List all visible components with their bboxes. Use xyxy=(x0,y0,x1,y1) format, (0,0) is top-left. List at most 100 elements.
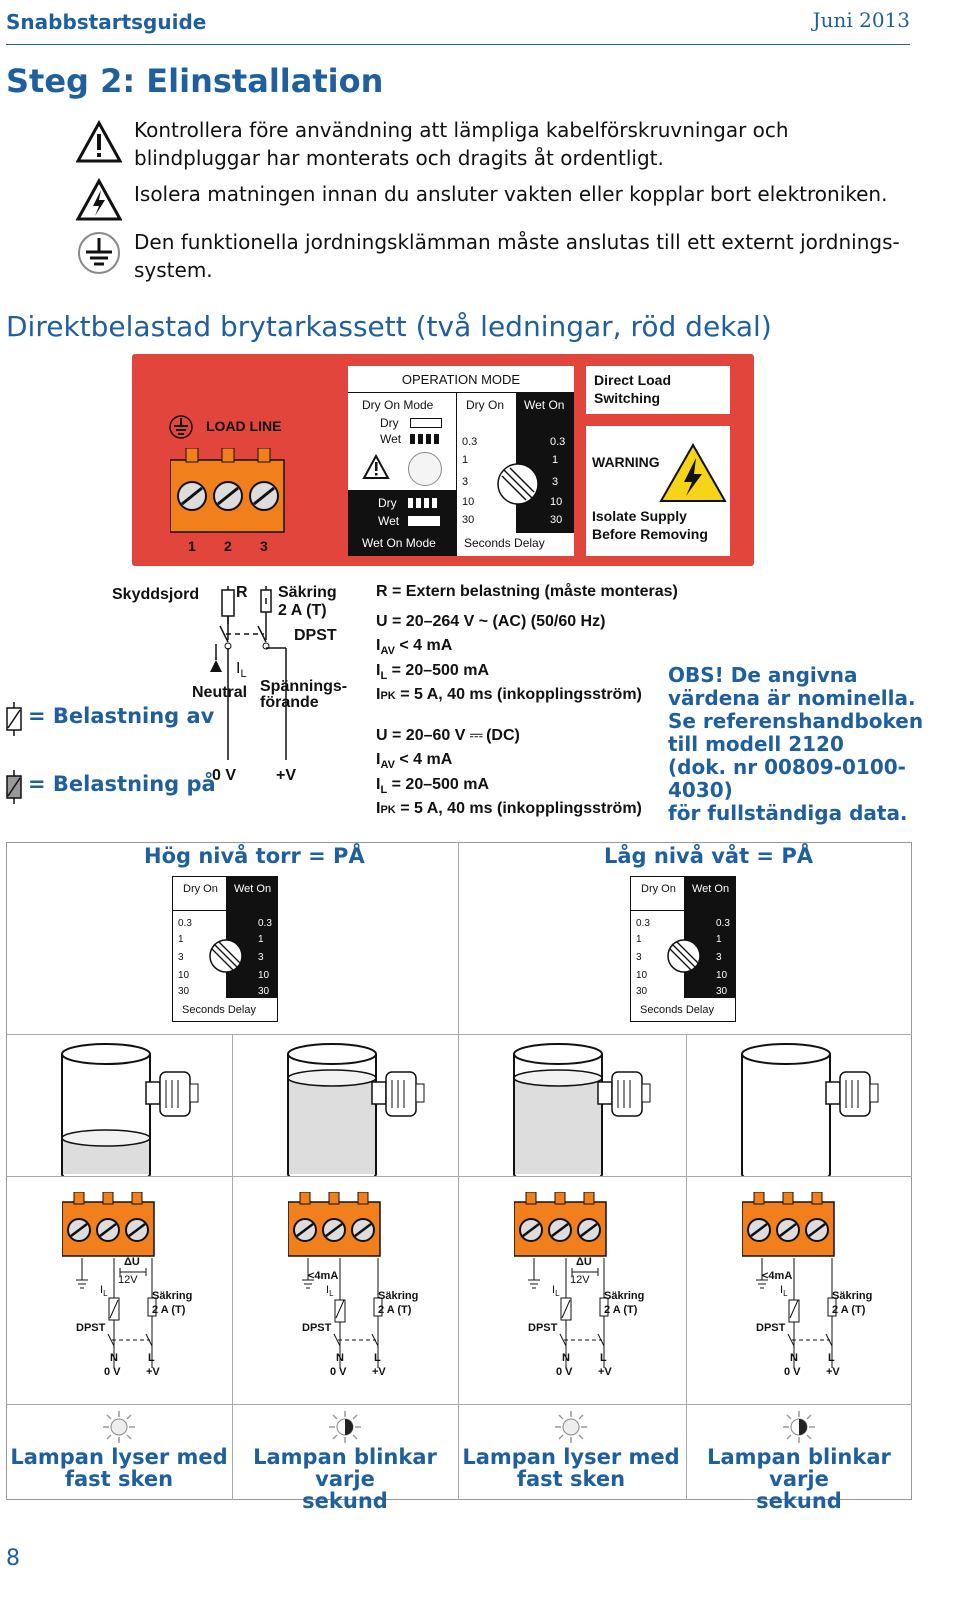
liquid-fill xyxy=(514,1078,602,1174)
il-sub: L xyxy=(329,1289,334,1299)
delay-wet-2: 3 xyxy=(258,952,264,963)
wet-indicator xyxy=(410,434,442,444)
dry-on-label: Dry On xyxy=(466,398,505,412)
dry-indicator xyxy=(408,498,440,508)
warning-icon xyxy=(362,453,390,484)
warning-box: WARNING Isolate Supply Before Removing xyxy=(586,426,730,556)
ipk-main: I xyxy=(376,686,381,703)
delay-wet-4: 30 xyxy=(716,986,728,997)
scenario-2: <4mA IL Säkring 2 A (T) DPST N L 0 V +V … xyxy=(232,1034,458,1512)
liquid-fill xyxy=(288,1078,376,1174)
delay-dry-2: 3 xyxy=(178,952,184,963)
legend-load-on: = Belastning på xyxy=(28,772,216,796)
spanning-label-1: Spännings- xyxy=(260,678,348,695)
dc-il-value: = 20–500 mA xyxy=(391,776,490,793)
dry-label: Dry xyxy=(378,496,397,510)
lamp-line-2: sekund xyxy=(302,1489,388,1513)
ipk-sub: PK xyxy=(380,690,396,702)
iav-sub: AV xyxy=(380,759,395,772)
delay-dry-2: 3 xyxy=(636,952,642,963)
grid-divider xyxy=(6,1404,912,1405)
dc-iav-value: < 4 mA xyxy=(399,751,453,768)
wet-on-label: Wet On xyxy=(692,883,730,895)
operation-mode-title: OPERATION MODE xyxy=(401,372,521,387)
l-label: L xyxy=(148,1352,155,1364)
spanning-label-2: förande xyxy=(260,694,319,711)
dpst-label: DPST xyxy=(302,1322,332,1334)
il-label: IL xyxy=(326,1284,334,1298)
zero-v-label: 0 V xyxy=(212,767,237,784)
spec-dc-ipk: IPK = 5 A, 40 ms (inkopplingsström) xyxy=(376,800,642,818)
grid-divider xyxy=(232,1034,233,1500)
header-date: Juni 2013 xyxy=(812,8,910,32)
wet-on-mode-block: Dry Wet Wet On Mode xyxy=(348,490,456,556)
neutral-label: Neutral xyxy=(192,684,248,701)
wet-on-label: Wet On xyxy=(524,398,565,412)
delay-dry-4: 30 xyxy=(636,986,648,997)
ac-ipk-value: = 5 A, 40 ms (inkopplingsström) xyxy=(400,686,642,703)
spec-dc-iav: IAV < 4 mA xyxy=(376,751,452,771)
terminal-2: 2 xyxy=(224,538,232,554)
load-off-icon xyxy=(4,702,24,740)
delay-wet-0: 0.3 xyxy=(716,918,730,929)
il-sub: L xyxy=(240,668,247,681)
lamp-line-2: fast sken xyxy=(516,1467,626,1491)
state-title-low-wet: Låg nivå våt = PÅ xyxy=(604,844,813,868)
isolate-label-1: Isolate Supply xyxy=(592,508,687,524)
obs-line-6: för fullständiga data. xyxy=(668,801,908,825)
il-label: IL xyxy=(552,1284,560,1298)
sakring-value: 2 A (T) xyxy=(378,1304,412,1316)
seconds-delay-label: Seconds Delay xyxy=(640,1004,714,1016)
skyddsjord-label: Skyddsjord xyxy=(112,586,200,603)
il-sub: L xyxy=(783,1289,788,1299)
sakring-label: Säkring xyxy=(832,1290,873,1302)
terminal-block xyxy=(513,1191,608,1262)
il-label: IL xyxy=(100,1284,108,1298)
delay-knob[interactable] xyxy=(208,938,244,978)
lamp-status: Lampan blinkar varje sekund xyxy=(686,1446,912,1512)
wet-on-block xyxy=(226,876,278,998)
header-guide-title: Snabbstartsguide xyxy=(6,10,207,34)
n-label: N xyxy=(110,1352,118,1364)
scenario-wiring xyxy=(518,1258,628,1382)
sakring-value: 2 A (T) xyxy=(832,1304,866,1316)
scenario-wiring xyxy=(746,1258,856,1382)
terminal-block xyxy=(741,1191,836,1262)
delay-dry-3: 10 xyxy=(636,970,648,981)
dpst-label: DPST xyxy=(756,1322,786,1334)
plus-v-label: +V xyxy=(146,1366,160,1378)
seconds-delay-label: Seconds Delay xyxy=(182,1004,256,1016)
delay-wet-0: 0.3 xyxy=(550,436,566,448)
ipk-main: I xyxy=(376,800,381,817)
state-title-high-dry: Hög nivå torr = PÅ xyxy=(144,844,365,868)
wet-on-header: Wet On xyxy=(516,393,574,433)
delay-knob[interactable] xyxy=(666,938,702,978)
plus-v-label: +V xyxy=(276,767,297,784)
iav-sub: AV xyxy=(380,645,395,658)
delay-knob[interactable] xyxy=(496,462,540,510)
lamp-line-2: fast sken xyxy=(64,1467,174,1491)
lamp-on-icon xyxy=(102,1410,136,1448)
dpst-label: DPST xyxy=(76,1322,106,1334)
divider xyxy=(172,910,226,911)
sakring-label: Säkring xyxy=(604,1290,645,1302)
spec-r: R = Extern belastning (måste monteras) xyxy=(376,583,678,600)
plus-v-label: +V xyxy=(598,1366,612,1378)
il-main: I xyxy=(780,1284,784,1296)
delay-dry-1: 1 xyxy=(178,934,184,945)
n-label: N xyxy=(336,1352,344,1364)
tank-illustration xyxy=(282,1034,432,1185)
terminal-1: 1 xyxy=(188,538,196,554)
dc-suffix: (DC) xyxy=(486,727,520,744)
dpst-label: DPST xyxy=(528,1322,558,1334)
isolate-label-2: Before Removing xyxy=(592,526,708,542)
wiring-schematic xyxy=(200,584,300,770)
spec-ac-ipk: IPK = 5 A, 40 ms (inkopplingsström) xyxy=(376,686,642,704)
delay-wet-3: 10 xyxy=(550,496,563,508)
il-sub: L xyxy=(380,784,388,797)
delta-u-label: ΔU xyxy=(124,1256,140,1268)
zero-v-label: 0 V xyxy=(104,1366,121,1378)
divider xyxy=(348,392,574,393)
tank-illustration xyxy=(508,1034,658,1185)
header-rule xyxy=(6,44,910,45)
